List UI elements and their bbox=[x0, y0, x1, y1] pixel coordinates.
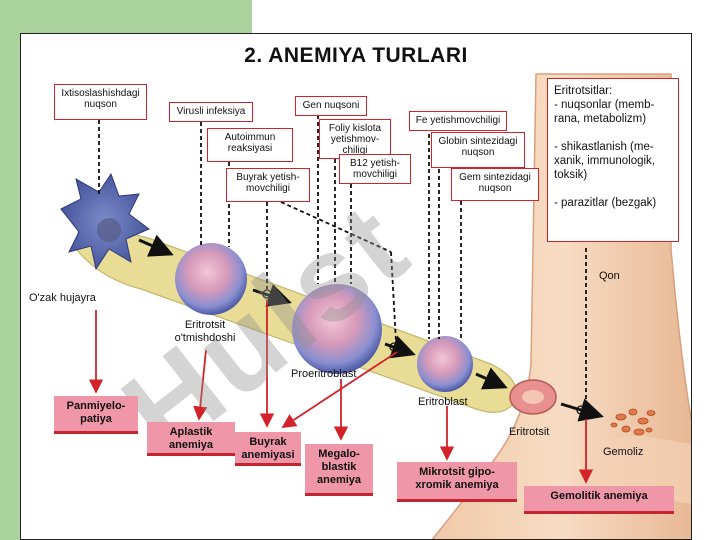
cell-proeritro bbox=[292, 284, 382, 374]
result-gemolitik: Gemolitik anemiya bbox=[524, 486, 674, 514]
label-proeritro: Proeritroblast bbox=[291, 368, 357, 380]
result-buyrak: Buyrak anemiyasi bbox=[235, 432, 301, 466]
erythrocyte-box-heading: Eritrotsitlar: bbox=[554, 85, 613, 97]
label-qon: Qon bbox=[599, 270, 620, 282]
cause-globin: Globin sintezidagi nuqson bbox=[431, 132, 525, 168]
diagram-title: 2. ANEMIYA TURLARI bbox=[244, 44, 468, 67]
cause-virus: Virusli infeksiya bbox=[169, 102, 253, 122]
erythrocyte-causes-box: Eritrotsitlar: - nuqsonlar (memb-rana, m… bbox=[547, 78, 679, 242]
label-otmish: Eritrotsit o'tmishdoshi bbox=[174, 319, 236, 344]
cell-eritroblast bbox=[417, 336, 473, 392]
label-eritroblast: Eritroblast bbox=[418, 396, 468, 408]
diagram-slide: Hulst 2. ANEMIYA TURLARI Ixtisoslashishd… bbox=[20, 33, 692, 540]
result-mikrotsit: Mikrotsit gipo-xromik anemiya bbox=[397, 462, 517, 502]
result-arrows bbox=[88, 300, 594, 484]
label-eritrotsit: Eritrotsit bbox=[509, 426, 550, 438]
cause-fe: Fe yetishmovchiligi bbox=[409, 111, 507, 131]
cause-buyrak: Buyrak yetish-movchiligi bbox=[226, 168, 310, 202]
hemolysis-fragments bbox=[610, 408, 656, 436]
cause-autoimmun: Autoimmun reaksiyasi bbox=[207, 128, 293, 162]
cause-ixtisos: Ixtisoslashishdagi nuqson bbox=[54, 84, 147, 120]
cause-connectors bbox=[98, 108, 587, 407]
label-gemoliz: Gemoliz bbox=[603, 446, 644, 458]
result-aplastik: Aplastik anemiya bbox=[147, 422, 235, 456]
cause-foliy: Foliy kislota yetishmov-chiligi bbox=[319, 119, 391, 159]
label-ozak: O'zak hujayra bbox=[29, 292, 96, 304]
result-megalo: Megalo-blastik anemiya bbox=[305, 444, 373, 496]
cause-gen: Gen nuqsoni bbox=[295, 96, 367, 116]
erythrocyte-box-item: - parazitlar (bezgak) bbox=[554, 197, 657, 209]
corner-band-top bbox=[0, 0, 252, 33]
corner-band-left bbox=[0, 0, 20, 540]
cause-gem: Gem sintezidagi nuqson bbox=[451, 168, 539, 201]
erythrocyte-box-item: - shikastlanish (me-xanik, immunologik, … bbox=[554, 141, 655, 181]
cause-b12: B12 yetish-movchiligi bbox=[339, 154, 411, 184]
cell-otmish bbox=[175, 243, 247, 315]
result-panmiyelo: Panmiyelo-patiya bbox=[54, 396, 138, 434]
erythrocyte-box-item: - nuqsonlar (memb-rana, metabolizm) bbox=[554, 99, 655, 125]
